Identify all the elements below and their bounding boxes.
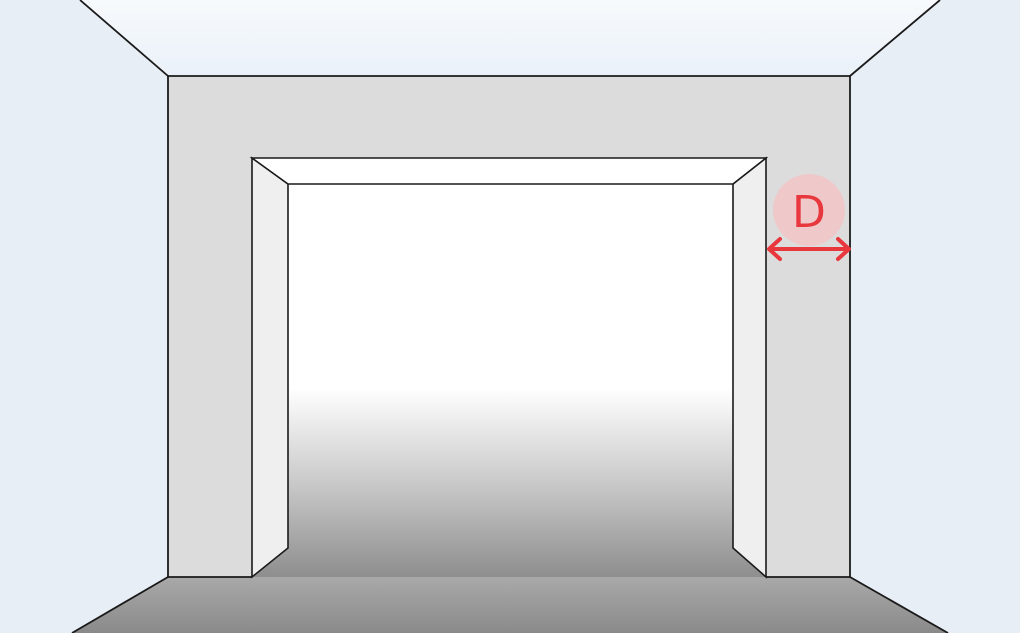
- opening-void: [252, 158, 766, 577]
- wall-outlines: [71, 0, 949, 633]
- left-reveal: [251, 156, 289, 579]
- room-floor: [72, 577, 948, 633]
- dimension-badge: [773, 174, 845, 246]
- ceiling: [80, 0, 940, 76]
- left-side-wall: [0, 0, 168, 633]
- front-wall: [168, 76, 850, 577]
- dimension-d-marker: D: [767, 174, 851, 261]
- dimension-label: D: [792, 187, 826, 238]
- double-arrow-icon: [767, 237, 851, 261]
- top-reveal: [249, 157, 769, 185]
- right-side-wall: [850, 0, 1020, 633]
- right-reveal: [732, 156, 767, 579]
